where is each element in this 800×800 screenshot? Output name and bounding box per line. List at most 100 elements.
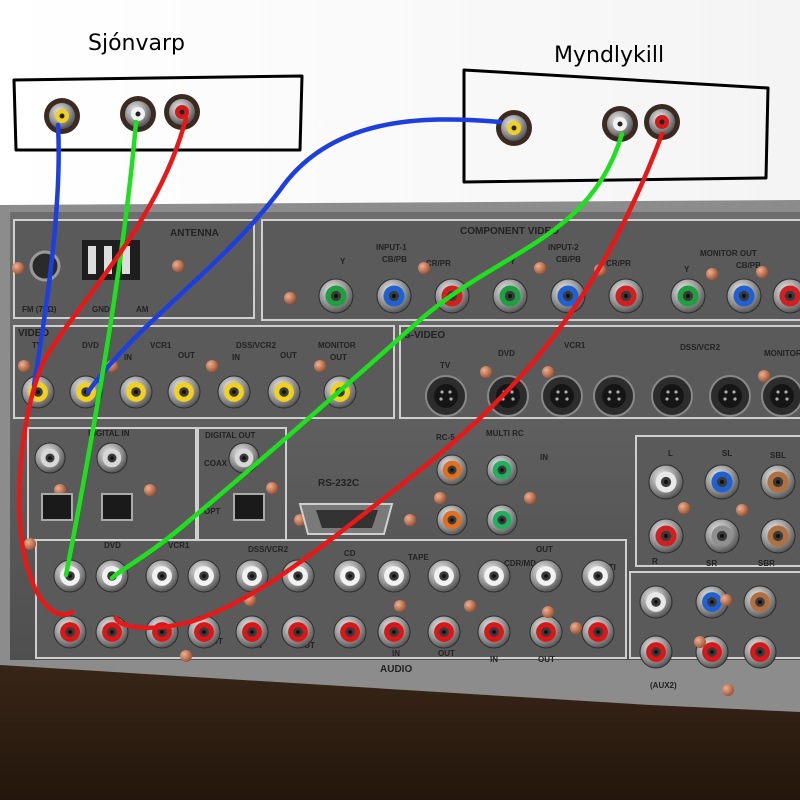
screw xyxy=(284,292,296,304)
component-jack xyxy=(492,278,528,314)
screw xyxy=(18,360,30,372)
component-jack xyxy=(608,278,644,314)
audio-left-jack xyxy=(377,559,411,593)
multi-lower-jack xyxy=(639,635,673,669)
digital-in-label: DIGITAL IN xyxy=(88,429,130,438)
multi-channel-jack xyxy=(648,518,684,554)
audio-right-jack xyxy=(427,615,461,649)
screw xyxy=(542,366,554,378)
coax-jack xyxy=(96,442,128,474)
rc5-label: RC-5 xyxy=(436,433,455,442)
s-video-input-label: DSS/VCR2 xyxy=(680,343,721,352)
audio-sub-label: OUT xyxy=(438,649,455,658)
multi-channel-label: SBL xyxy=(770,451,786,460)
video-jack xyxy=(217,375,251,409)
audio-right-jack xyxy=(187,615,221,649)
tv-audio-left-jack xyxy=(120,96,156,132)
audio-left-jack xyxy=(477,559,511,593)
multi-rc-jack xyxy=(486,504,518,536)
multi-channel-label: SBR xyxy=(758,559,775,568)
screw xyxy=(720,594,732,606)
audio-input-label: TAPE xyxy=(408,553,429,562)
screw xyxy=(534,262,546,274)
video-sub-label: OUT xyxy=(178,351,195,360)
screw xyxy=(542,606,554,618)
audio-right-jack xyxy=(281,615,315,649)
coax-label: COAX xyxy=(204,459,228,468)
coax-jack xyxy=(228,442,260,474)
component-input-label: INPUT-1 xyxy=(376,243,407,252)
screw xyxy=(434,492,446,504)
screw xyxy=(758,370,770,382)
audio-left-jack xyxy=(427,559,461,593)
decoder-audio-right-jack xyxy=(644,104,680,140)
antenna-label: ANTENNA xyxy=(170,228,219,239)
audio-left-jack xyxy=(281,559,315,593)
audio-left-jack xyxy=(333,559,367,593)
s-video-label: S-VIDEO xyxy=(404,330,445,341)
audio-right-jack xyxy=(333,615,367,649)
component-channel-label: Y xyxy=(510,257,516,266)
multi-lower-jack xyxy=(639,585,673,619)
component-input-label: INPUT-2 xyxy=(548,243,579,252)
tv-audio-right-jack xyxy=(164,94,200,130)
video-jack xyxy=(167,375,201,409)
multi-rc-label: MULTI RC xyxy=(486,429,524,438)
antenna-connector-label: AM xyxy=(136,305,149,314)
audio-left-jack xyxy=(581,559,615,593)
digital-out-label: DIGITAL OUT xyxy=(205,431,255,440)
multi-lower-jack xyxy=(743,635,777,669)
component-channel-label: Y xyxy=(340,257,346,266)
screw xyxy=(694,636,706,648)
multi-channel-jack xyxy=(704,464,740,500)
video-jack xyxy=(119,375,153,409)
audio-left-jack xyxy=(529,559,563,593)
screw xyxy=(206,360,218,372)
audio-right-jack xyxy=(477,615,511,649)
screw xyxy=(706,268,718,280)
screw xyxy=(266,482,278,494)
screw xyxy=(394,600,406,612)
tv-video-cable xyxy=(31,122,61,388)
component-jack xyxy=(670,278,706,314)
multi-channel-label: SL xyxy=(722,449,732,458)
video-input-label: VCR1 xyxy=(150,341,172,350)
screw xyxy=(570,622,582,634)
video-sub-label: IN xyxy=(124,353,132,362)
video-sub-label: IN xyxy=(232,353,240,362)
multi-rc-jack xyxy=(486,454,518,486)
decoder-video-cable xyxy=(85,117,503,395)
screw xyxy=(418,262,430,274)
screw xyxy=(12,262,24,274)
audio-input-label: CDR/MD xyxy=(504,559,536,568)
audio-input-label: DVD xyxy=(104,541,121,550)
rca-jacks xyxy=(21,278,800,669)
rc5-jack xyxy=(436,454,468,486)
decoder-video-jack xyxy=(496,110,532,146)
audio-left-jack xyxy=(235,559,269,593)
audio-left-jack xyxy=(145,559,179,593)
video-input-label: TV xyxy=(32,341,43,350)
screw xyxy=(144,484,156,496)
component-channel-label: CR/PR xyxy=(426,259,451,268)
component-jack xyxy=(726,278,762,314)
component-jack xyxy=(318,278,354,314)
video-jack xyxy=(267,375,301,409)
s-video-jack xyxy=(761,375,800,417)
component-input-label: MONITOR OUT xyxy=(700,249,757,258)
device-rca-jacks xyxy=(44,94,680,146)
audio-label: AUDIO xyxy=(380,664,412,675)
component-channel-label: CB/PB xyxy=(736,261,761,270)
video-input-label: MONITOR xyxy=(318,341,356,350)
antenna-connector-label: FM (75Ω) xyxy=(22,305,57,314)
s-video-jack xyxy=(425,375,467,417)
audio-right-jack xyxy=(235,615,269,649)
audio-sub-label: IN xyxy=(392,649,400,658)
decoder-audio-right-cable xyxy=(113,131,665,631)
component-channel-label: CR/PR xyxy=(606,259,631,268)
s-video-jack xyxy=(487,375,529,417)
